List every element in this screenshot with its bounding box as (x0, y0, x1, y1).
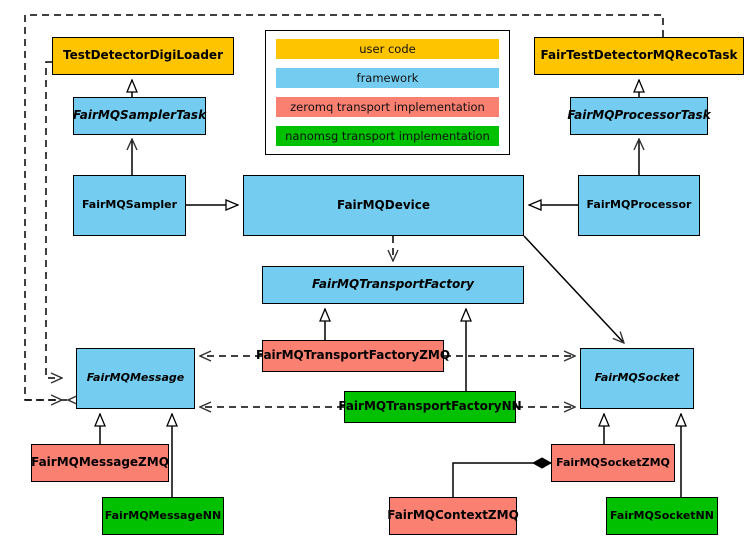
class-node-label: FairMQProcessorTask (567, 108, 711, 123)
class-node-FairMQTransportFactoryNN[interactable]: FairMQTransportFactoryNN (338, 391, 522, 423)
class-node-FairMQMessage[interactable]: FairMQMessage (76, 348, 195, 409)
class-node-FairMQMessageZMQ[interactable]: FairMQMessageZMQ (31, 444, 169, 482)
class-node-FairMQContextZMQ[interactable]: FairMQContextZMQ (387, 497, 519, 535)
class-node-FairMQMessageNN[interactable]: FairMQMessageNN (102, 497, 224, 535)
class-node-label: FairMQTransportFactoryNN (338, 399, 522, 414)
legend: user code framework zeromq transport imp… (265, 30, 510, 155)
class-node-label: FairMQMessageZMQ (31, 455, 169, 470)
class-node-FairTestDetectorMQRecoTask[interactable]: FairTestDetectorMQRecoTask (534, 37, 744, 75)
class-node-label: FairMQSocketNN (610, 508, 714, 522)
legend-item-zeromq: zeromq transport implementation (276, 97, 499, 117)
class-node-label: FairMQMessage (86, 371, 185, 385)
class-node-label: FairMQSampler (81, 198, 178, 212)
class-node-TestDetectorDigiLoader[interactable]: TestDetectorDigiLoader (52, 37, 234, 75)
class-node-label: FairTestDetectorMQRecoTask (540, 48, 738, 63)
edge-socketzmq-composition-contextzmq (452, 463, 551, 497)
legend-item-nanomsg: nanomsg transport implementation (276, 126, 499, 146)
class-node-FairMQProcessor[interactable]: FairMQProcessor (578, 175, 700, 236)
class-node-FairMQTransportFactory[interactable]: FairMQTransportFactory (262, 266, 524, 304)
class-node-FairMQSocketNN[interactable]: FairMQSocketNN (606, 497, 718, 535)
legend-label-user-code: user code (359, 42, 416, 56)
legend-item-user-code: user code (276, 39, 499, 59)
class-node-label: FairMQMessageNN (104, 508, 222, 522)
legend-label-zeromq: zeromq transport implementation (290, 100, 485, 114)
class-node-label: FairMQSamplerTask (72, 108, 207, 123)
edge-dashed-digiloader-to-message (45, 61, 62, 378)
legend-label-nanomsg: nanomsg transport implementation (285, 129, 490, 143)
legend-label-framework: framework (356, 71, 419, 85)
class-node-FairMQSocketZMQ[interactable]: FairMQSocketZMQ (551, 444, 675, 482)
class-node-FairMQSocket[interactable]: FairMQSocket (580, 348, 694, 409)
class-node-label: FairMQSocketZMQ (556, 455, 670, 469)
class-node-FairMQTransportFactoryZMQ[interactable]: FairMQTransportFactoryZMQ (256, 340, 450, 372)
class-node-FairMQDevice[interactable]: FairMQDevice (243, 175, 524, 236)
legend-item-framework: framework (276, 68, 499, 88)
class-node-label: FairMQProcessor (586, 198, 692, 212)
class-node-label: TestDetectorDigiLoader (62, 48, 223, 63)
class-node-FairMQSamplerTask[interactable]: FairMQSamplerTask (73, 97, 206, 135)
class-node-label: FairMQTransportFactory (312, 277, 474, 292)
class-node-FairMQSampler[interactable]: FairMQSampler (73, 175, 186, 236)
class-node-label: FairMQDevice (336, 197, 431, 212)
class-node-label: FairMQTransportFactoryZMQ (255, 348, 451, 363)
edge-device-to-socket (523, 235, 624, 343)
class-node-FairMQProcessorTask[interactable]: FairMQProcessorTask (567, 97, 711, 135)
class-node-label: FairMQContextZMQ (387, 508, 519, 523)
class-node-label: FairMQSocket (594, 371, 680, 385)
